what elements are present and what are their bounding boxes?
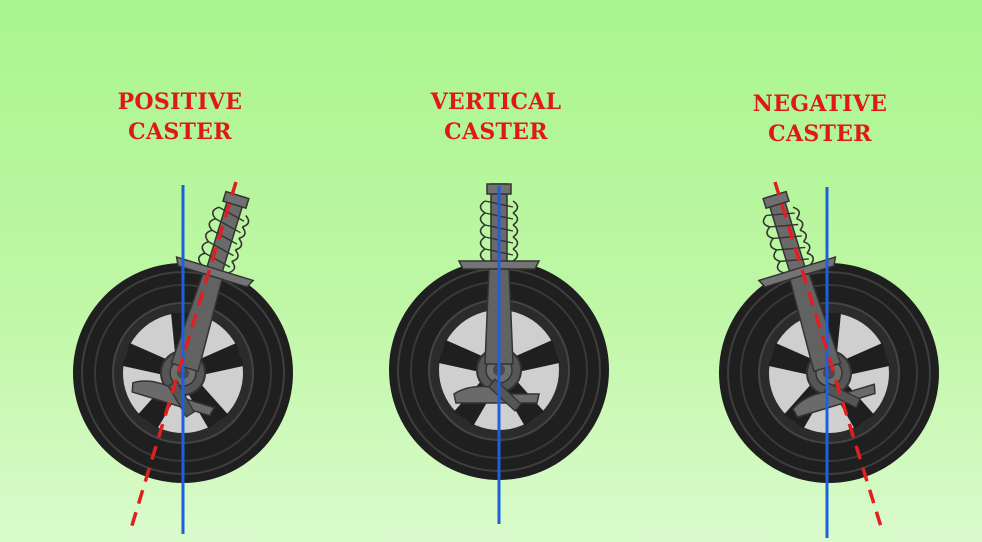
label-line-1: POSITIVE: [117, 89, 243, 115]
label-line-2: CASTER: [768, 121, 872, 147]
positive-caster-assembly: [72, 181, 294, 534]
vertical-caster-label: VERTICAL CASTER: [376, 87, 616, 147]
label-line-2: CASTER: [128, 119, 232, 145]
label-line-1: NEGATIVE: [752, 91, 888, 117]
vertical-caster-assembly: [388, 184, 610, 524]
negative-caster-label: NEGATIVE CASTER: [700, 89, 940, 149]
label-line-1: VERTICAL: [430, 89, 562, 115]
steering-axis-line: [128, 181, 238, 533]
wheel-icon: [718, 262, 940, 484]
positive-caster-label: POSITIVE CASTER: [60, 87, 300, 147]
label-line-2: CASTER: [444, 119, 548, 145]
negative-caster-assembly: [718, 181, 940, 538]
steering-axis-line: [773, 181, 884, 531]
